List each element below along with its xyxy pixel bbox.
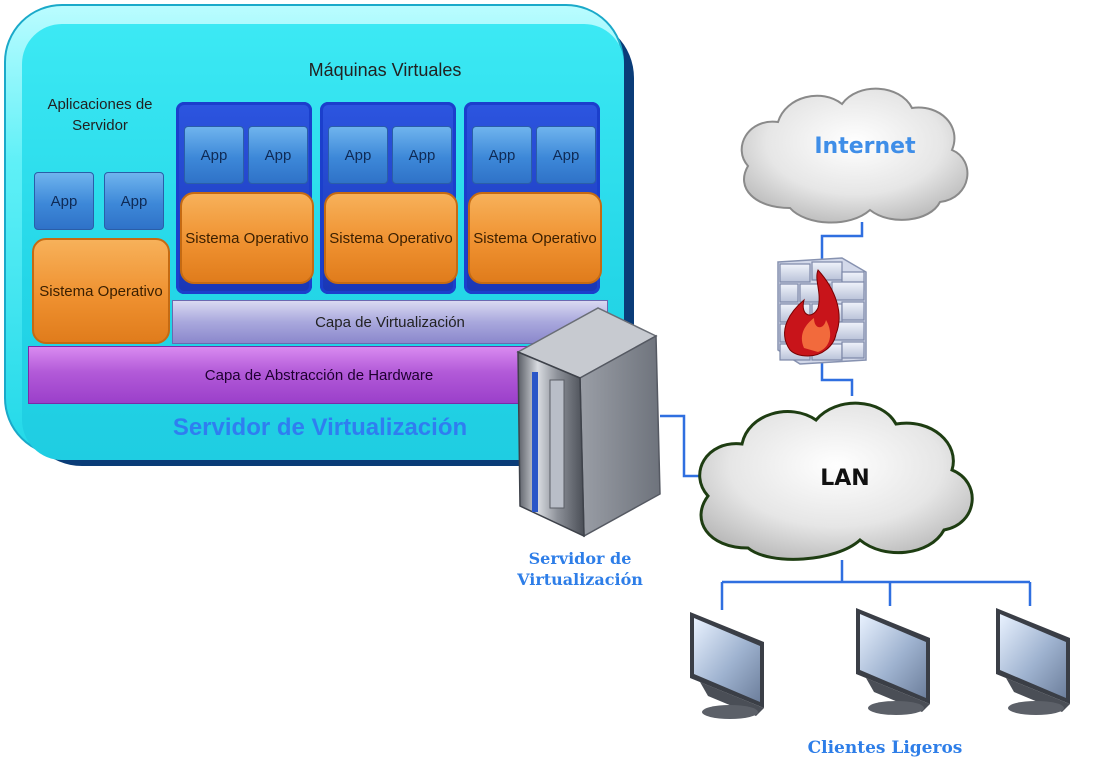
wire-server-lan bbox=[660, 414, 708, 478]
virtual-machines-title: Máquinas Virtuales bbox=[308, 60, 462, 80]
network-wires bbox=[660, 222, 1032, 610]
internet-label: Internet bbox=[814, 134, 916, 159]
host-app-1: App bbox=[34, 172, 94, 230]
vm3-app-2: App bbox=[536, 126, 596, 184]
lan-label: LAN bbox=[820, 466, 870, 491]
server-label: Servidor de Virtualización bbox=[517, 549, 643, 589]
vm2-app-2: App bbox=[392, 126, 452, 184]
vm3-operating-system: Sistema Operativo bbox=[468, 192, 602, 284]
host-operating-system: Sistema Operativo bbox=[32, 238, 170, 344]
host-app-2: App bbox=[104, 172, 164, 230]
vm1-app-1: App bbox=[184, 126, 244, 184]
wire-internet-firewall bbox=[820, 222, 864, 262]
vm2-app-1: App bbox=[328, 126, 388, 184]
vm2-operating-system: Sistema Operativo bbox=[324, 192, 458, 284]
vm1-app-2: App bbox=[248, 126, 308, 184]
lan-cloud-icon bbox=[698, 401, 974, 561]
clients-label: Clientes Ligeros bbox=[807, 738, 963, 758]
internet-cloud-icon bbox=[740, 87, 969, 224]
vm1-operating-system: Sistema Operativo bbox=[180, 192, 314, 284]
hardware-abstraction-layer: Capa de Abstracción de Hardware bbox=[28, 346, 610, 404]
server-apps-title: Aplicaciones de Servidor bbox=[47, 96, 153, 134]
vm3-app-1: App bbox=[472, 126, 532, 184]
client-monitor-icon-3 bbox=[996, 608, 1070, 715]
firewall-icon bbox=[777, 257, 867, 365]
panel-caption: Servidor de Virtualización bbox=[172, 414, 468, 441]
virtualization-layer: Capa de Virtualización bbox=[172, 300, 608, 344]
server-tower-icon bbox=[516, 307, 661, 538]
client-monitor-icon-1 bbox=[690, 612, 764, 719]
wire-firewall-lan bbox=[820, 362, 854, 396]
client-monitor-icon-2 bbox=[856, 608, 930, 715]
